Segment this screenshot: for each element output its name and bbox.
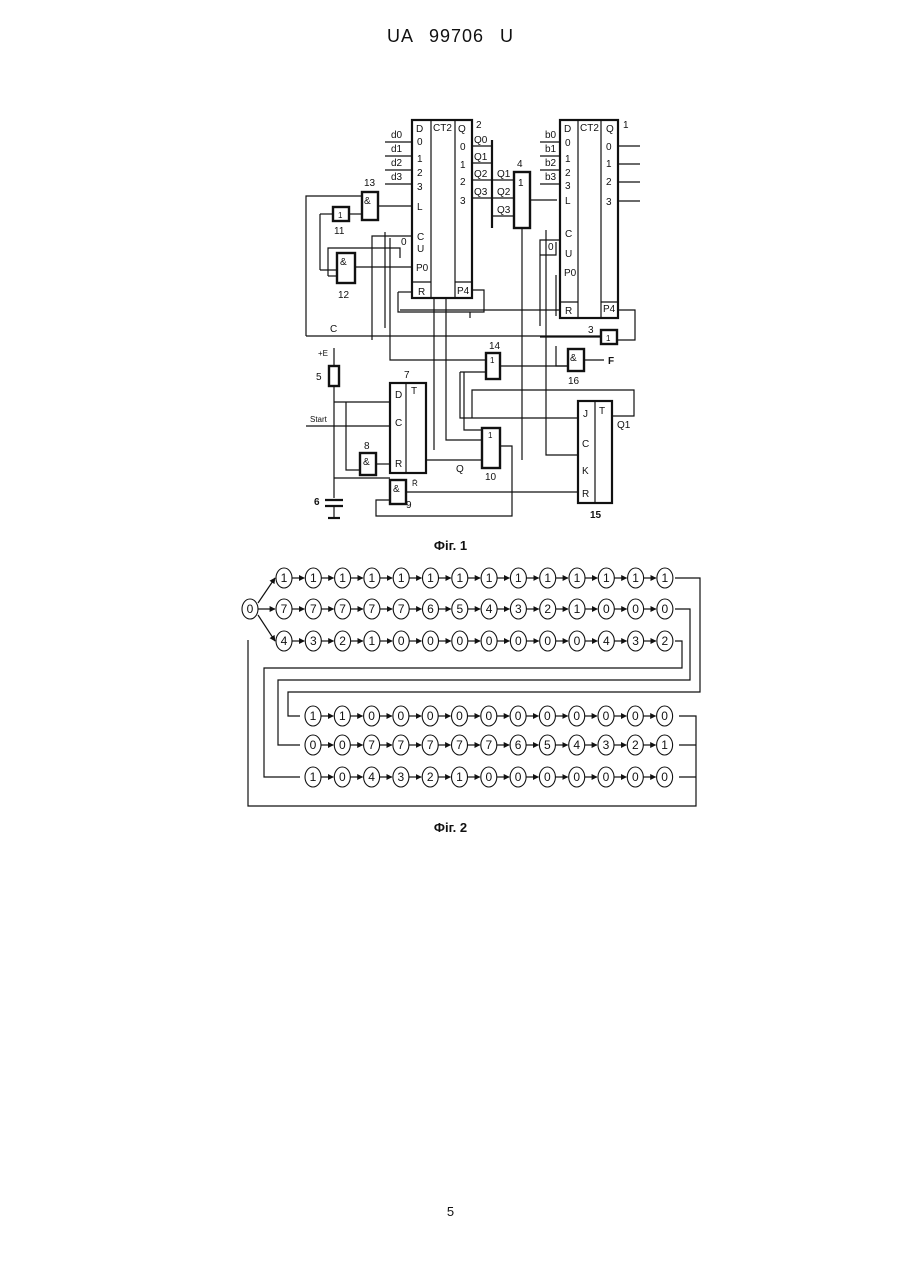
state-node: 7 xyxy=(281,602,288,616)
state-node: 7 xyxy=(368,738,375,752)
state-node: 1 xyxy=(544,571,551,585)
state-node: 7 xyxy=(369,602,376,616)
page-number: 5 xyxy=(0,1204,901,1219)
state-node: 0 xyxy=(632,770,639,784)
state-node: 1 xyxy=(339,571,346,585)
state-node: 0 xyxy=(573,709,580,723)
state-node: 2 xyxy=(632,738,639,752)
state-node: 0 xyxy=(456,634,463,648)
state-node: 0 xyxy=(574,634,581,648)
state-node: 7 xyxy=(398,738,405,752)
state-node: 0 xyxy=(456,709,463,723)
state-node: 1 xyxy=(310,770,317,784)
state-node: 1 xyxy=(574,571,581,585)
state-node: 1 xyxy=(369,571,376,585)
state-node: 6 xyxy=(427,602,434,616)
state-node: 0 xyxy=(661,709,668,723)
state-node: 1 xyxy=(632,571,639,585)
state-node: 0 xyxy=(632,709,639,723)
state-node: 4 xyxy=(368,770,375,784)
state-node: 7 xyxy=(456,738,463,752)
state-node: 1 xyxy=(603,571,610,585)
state-node: 0 xyxy=(427,709,434,723)
state-node: 1 xyxy=(456,571,463,585)
state-node: 3 xyxy=(603,738,610,752)
state-node: 1 xyxy=(398,571,405,585)
state-node: 1 xyxy=(486,571,493,585)
state-node: 0 xyxy=(544,709,551,723)
state-node: 1 xyxy=(339,709,346,723)
state-node: 7 xyxy=(339,602,346,616)
state-node: 0 xyxy=(603,602,610,616)
state-node: 0 xyxy=(368,709,375,723)
state-node: 5 xyxy=(456,602,463,616)
state-node: 7 xyxy=(310,602,317,616)
state-node: 1 xyxy=(662,571,669,585)
state-node: 6 xyxy=(515,738,522,752)
state-node: 0 xyxy=(573,770,580,784)
state-node: 0 xyxy=(515,770,522,784)
state-node: 1 xyxy=(515,571,522,585)
state-node: 0 xyxy=(662,602,669,616)
state-node: 0 xyxy=(486,634,493,648)
state-node: 1 xyxy=(281,571,288,585)
fig2-states: 0 1 1 1 1 1 1 1 1 1 1 1 1 1 1 7 7 7 7 7 6 5 4 3 2 1 0 0 0 4 3 2 1 0 0 0 0 0 0 0… xyxy=(242,568,673,787)
state-node: 3 xyxy=(310,634,317,648)
state-node: 2 xyxy=(662,634,669,648)
state-node: 1 xyxy=(456,770,463,784)
figure-2-caption: Фіг. 2 xyxy=(0,820,901,835)
state-node: 4 xyxy=(573,738,580,752)
state-node: 5 xyxy=(544,738,551,752)
state-node: 3 xyxy=(515,602,522,616)
start-transition-arrow xyxy=(258,578,275,603)
state-node: 0 xyxy=(485,709,492,723)
state-node: 0 xyxy=(485,770,492,784)
state-node: 0 xyxy=(544,770,551,784)
state-node: 0 xyxy=(632,602,639,616)
state-node: 7 xyxy=(427,738,434,752)
state-node: 1 xyxy=(310,571,317,585)
state-node: 7 xyxy=(398,602,405,616)
state-node: 1 xyxy=(427,571,434,585)
state-node: 1 xyxy=(369,634,376,648)
state-node: 1 xyxy=(574,602,581,616)
state-node: 3 xyxy=(398,770,405,784)
start-state: 0 xyxy=(247,602,254,616)
start-transition-arrow xyxy=(258,615,275,641)
state-node: 3 xyxy=(632,634,639,648)
state-node: 4 xyxy=(603,634,610,648)
state-node: 1 xyxy=(661,738,668,752)
state-node: 0 xyxy=(603,709,610,723)
state-node: 0 xyxy=(398,634,405,648)
state-node: 0 xyxy=(310,738,317,752)
state-node: 0 xyxy=(603,770,610,784)
state-node: 7 xyxy=(485,738,492,752)
state-node: 0 xyxy=(427,634,434,648)
state-node: 0 xyxy=(398,709,405,723)
state-node: 0 xyxy=(515,634,522,648)
state-node: 4 xyxy=(486,602,493,616)
state-node: 0 xyxy=(515,709,522,723)
state-node: 2 xyxy=(339,634,346,648)
state-node: 2 xyxy=(427,770,434,784)
state-node: 0 xyxy=(339,770,346,784)
state-node: 0 xyxy=(339,738,346,752)
state-node: 4 xyxy=(281,634,288,648)
state-node: 1 xyxy=(310,709,317,723)
state-node: 0 xyxy=(544,634,551,648)
state-node: 0 xyxy=(661,770,668,784)
state-node: 2 xyxy=(544,602,551,616)
